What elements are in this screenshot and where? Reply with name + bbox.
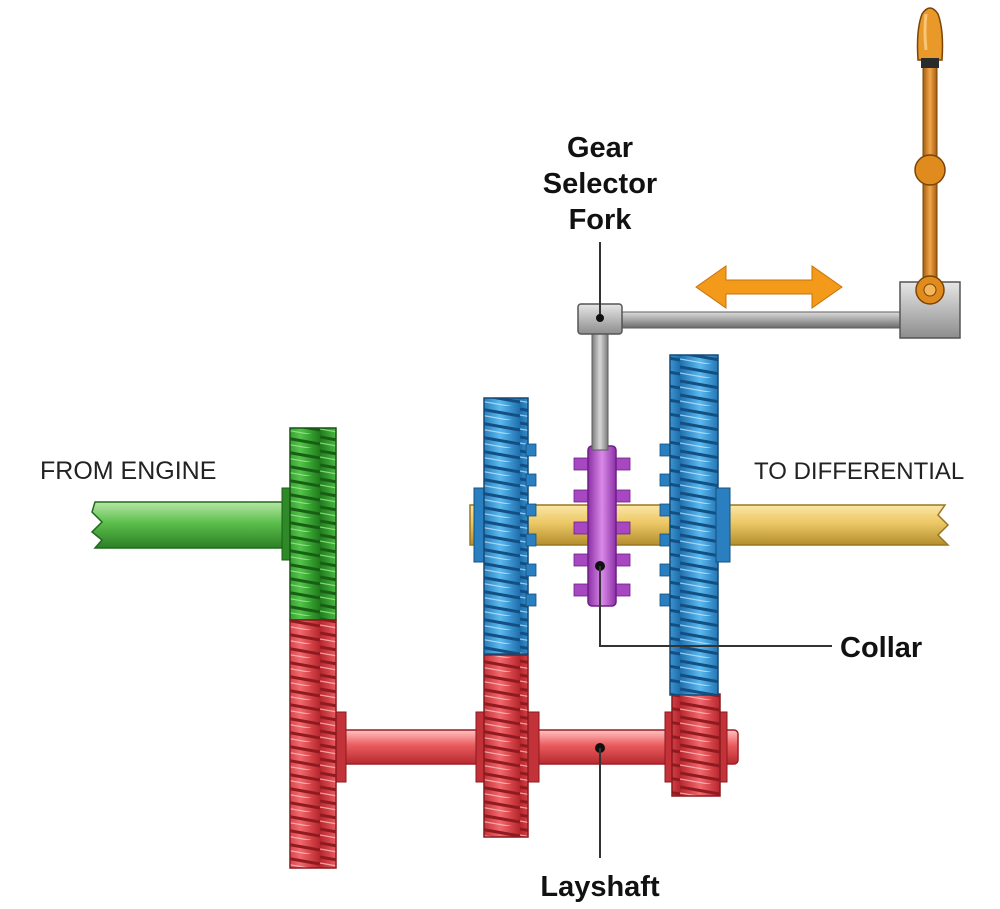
to-differential-label: TO DIFFERENTIAL bbox=[754, 458, 964, 485]
layshaft-gear-large bbox=[289, 619, 347, 869]
input-gear-green bbox=[281, 427, 337, 621]
fork-label-line2: Selector bbox=[543, 168, 657, 200]
double-headed-arrow-icon bbox=[695, 265, 843, 309]
selector-rod bbox=[577, 303, 911, 335]
layshaft-gear-middle bbox=[475, 654, 540, 838]
selector-fork bbox=[591, 327, 609, 451]
layshaft-gear-small bbox=[664, 693, 728, 797]
fork-label-line1: Gear bbox=[567, 132, 633, 164]
layshaft-callout-line bbox=[595, 743, 605, 858]
fork-label-line3: Fork bbox=[569, 204, 633, 236]
collar-callout-line bbox=[595, 561, 832, 647]
collar-label: Collar bbox=[840, 632, 922, 664]
output-gear-left bbox=[473, 397, 537, 655]
fork-callout-line bbox=[596, 242, 604, 322]
input-shaft bbox=[90, 501, 291, 549]
gear-knob-icon bbox=[916, 7, 944, 68]
layshaft-label: Layshaft bbox=[540, 871, 660, 903]
output-gear-right bbox=[659, 354, 731, 696]
collar bbox=[573, 445, 631, 607]
gear-lever bbox=[914, 59, 946, 305]
from-engine-label: FROM ENGINE bbox=[40, 457, 216, 485]
